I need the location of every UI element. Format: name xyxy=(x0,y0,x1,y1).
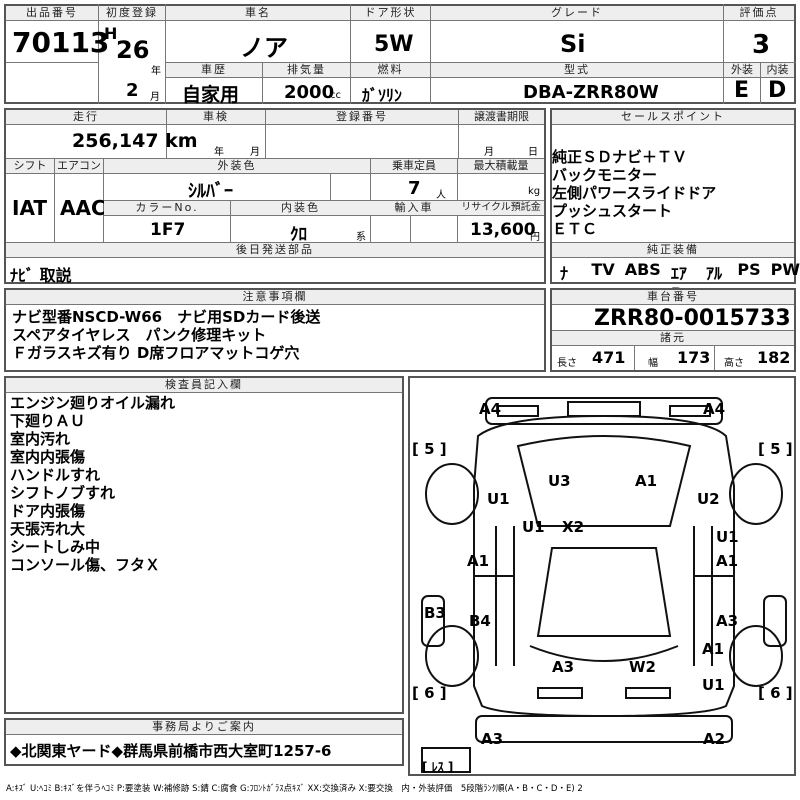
diagram-label: A1 xyxy=(467,552,490,570)
diagram-label: U1 xyxy=(702,676,725,694)
later-parts: ﾅﾋﾞ 取説 xyxy=(10,266,72,285)
diagram-label: A3 xyxy=(716,612,739,630)
exterior-grade: E xyxy=(734,78,750,103)
reg-year: 26 xyxy=(116,36,150,64)
door-type: 5W xyxy=(374,32,414,57)
office-block xyxy=(4,718,404,766)
diagram-label: B3 xyxy=(424,604,446,622)
length: 471 xyxy=(592,348,626,367)
diagram-label: U1 xyxy=(522,518,545,536)
diagram-label: U1 xyxy=(487,490,510,508)
chassis-block xyxy=(550,288,796,372)
diagram-label: A1 xyxy=(635,472,658,490)
interior-color: ｸﾛ xyxy=(290,225,307,245)
diagram-label: A2 xyxy=(703,730,726,748)
chassis-number: ZRR80-0015733 xyxy=(594,306,791,331)
car-name: ノア xyxy=(240,34,288,62)
lot-label: 出品番号 xyxy=(6,6,98,21)
width: 173 xyxy=(677,348,711,367)
vehicle-details-block xyxy=(4,108,546,284)
diagram-label: [ 5 ] xyxy=(412,440,447,458)
diagram-label: A4 xyxy=(479,400,502,418)
diagram-label: U3 xyxy=(548,472,571,490)
inspector-notes: エンジン廻りオイル漏れ 下廻りＡＵ 室内汚れ 室内内張傷 ハンドルすれ シフトノ… xyxy=(10,394,176,574)
displacement: 2000 xyxy=(284,82,335,103)
lot-number: 70113 xyxy=(12,26,110,59)
exterior-color: ｼﾙﾊﾞｰ xyxy=(188,181,233,202)
diagram-label: A4 xyxy=(703,400,726,418)
fuel: ｶﾞｿﾘﾝ xyxy=(362,86,403,105)
damage-diagram xyxy=(408,376,796,776)
sales-point-list: 純正ＳＤナビ＋ＴＶ バックモニター 左側パワースライドドア プッシュスタート Ｅ… xyxy=(552,148,717,238)
diagram-label: A3 xyxy=(481,730,504,748)
car-outline xyxy=(421,397,787,773)
car-history: 自家用 xyxy=(182,84,240,106)
model-code: DBA-ZRR80W xyxy=(523,82,659,103)
spare-tire-label: [ ﾚｽ ] xyxy=(422,760,454,774)
diagram-label: A1 xyxy=(716,552,739,570)
notes-list: ナビ型番NSCD-W66 ナビ用SDカード後送 スペアタイヤレス パンク修理キッ… xyxy=(12,308,321,362)
grade: Si xyxy=(560,30,586,58)
era: H xyxy=(104,24,118,43)
diagram-label: [ 5 ] xyxy=(758,440,793,458)
notes-block xyxy=(4,288,546,372)
diagram-label: X2 xyxy=(562,518,585,536)
shift: IAT xyxy=(12,196,48,220)
diagram-label: A1 xyxy=(702,640,725,658)
first-reg-label: 初度登録 xyxy=(99,6,165,21)
sales-point-block xyxy=(550,108,796,284)
diagram-label: A3 xyxy=(552,658,575,676)
diagram-label: U2 xyxy=(697,490,720,508)
color-number: 1F7 xyxy=(150,220,186,240)
top-block xyxy=(4,4,796,104)
diagram-label: B4 xyxy=(469,612,491,630)
legend: A:ｷｽﾞ U:ﾍｺﾐ B:ｷｽﾞを伴うﾍｺﾐ P:要塗装 W:補修跡 S:錆 … xyxy=(6,784,583,794)
diagram-label: W2 xyxy=(629,658,656,676)
car-name-label: 車名 xyxy=(166,6,350,21)
height: 182 xyxy=(757,348,791,367)
diagram-label: [ 6 ] xyxy=(412,684,447,702)
office-note: ◆北関東ヤード◆群馬県前橋市西大室町1257-6 xyxy=(10,742,332,760)
diagram-label: [ 6 ] xyxy=(758,684,793,702)
interior-grade: D xyxy=(768,78,787,103)
air-conditioner: AAC xyxy=(60,196,106,220)
mileage: 256,147 km xyxy=(72,130,198,152)
reg-month: 2 xyxy=(126,80,139,101)
seating-capacity: 7 xyxy=(408,178,421,199)
recycle-fee: 13,600 xyxy=(470,220,536,240)
score: 3 xyxy=(752,30,771,60)
inspector-block xyxy=(4,376,404,714)
diagram-label: U1 xyxy=(716,528,739,546)
